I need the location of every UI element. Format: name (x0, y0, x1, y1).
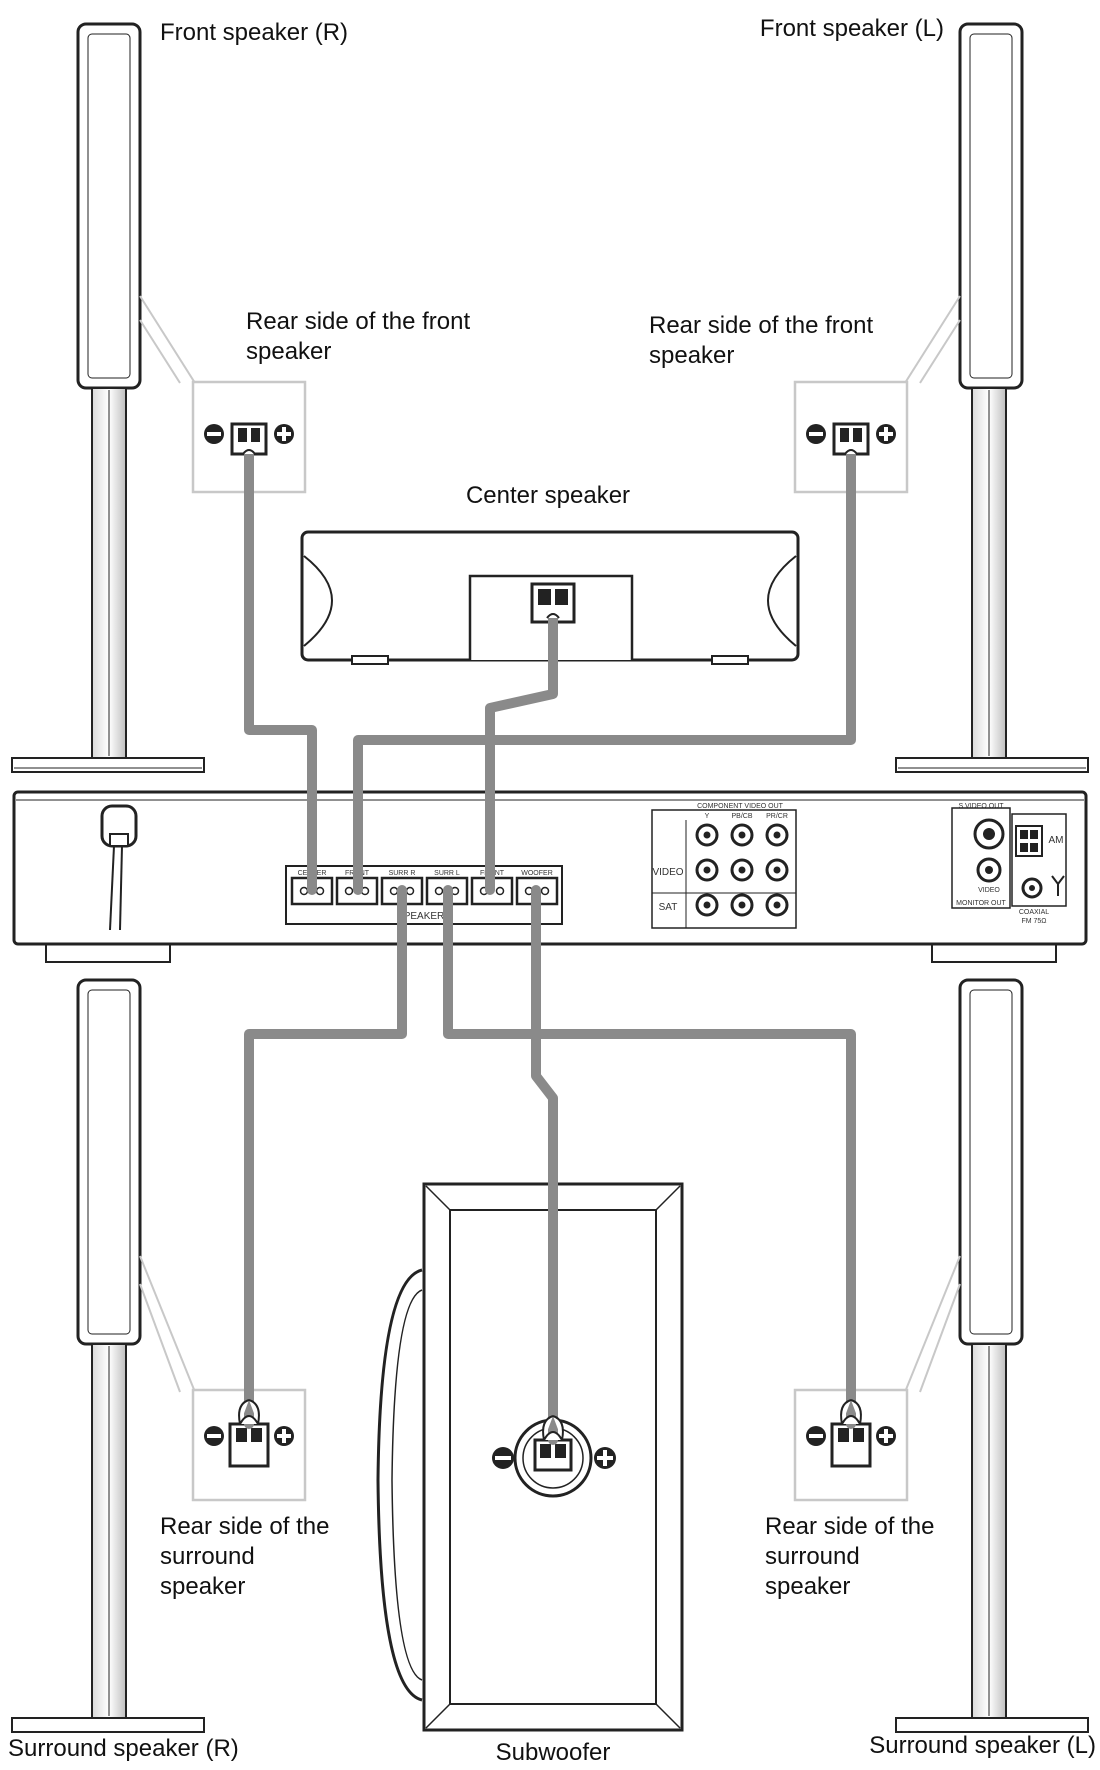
rca-jack (695, 858, 719, 882)
speaker-wires (244, 449, 856, 1445)
label-rear-surround-l-line1: Rear side of the (765, 1513, 934, 1540)
rca-jack (730, 858, 754, 882)
rca-jack (765, 893, 789, 917)
terminal-label: SURR R (389, 870, 416, 877)
jack-col-pb: PB/CB (731, 813, 752, 820)
monitor-out-label: MONITOR OUT (956, 900, 1006, 907)
label-surround-speaker-r: Surround speaker (R) (8, 1735, 239, 1762)
fm-label: FM 75Ω (1021, 918, 1046, 925)
front-speaker-l (895, 22, 1089, 773)
coaxial-label: COAXIAL (1019, 909, 1049, 916)
label-rear-surround-l-line2: surround (765, 1543, 860, 1570)
row-label-video: VIDEO (652, 867, 683, 878)
rca-jack (765, 858, 789, 882)
rca-jack (765, 823, 789, 847)
label-rear-surround-l-line3: speaker (765, 1573, 850, 1600)
subwoofer (376, 1182, 684, 1732)
label-surround-speaker-l: Surround speaker (L) (869, 1732, 1096, 1759)
am-label: AM (1049, 835, 1064, 846)
label-rear-front-r-line1: Rear side of the front (246, 308, 470, 335)
power-cord (100, 804, 138, 931)
label-front-speaker-r: Front speaker (R) (160, 19, 348, 46)
svideo-label: S VIDEO OUT (958, 803, 1004, 810)
label-rear-surround-r-line1: Rear side of the (160, 1513, 329, 1540)
label-rear-surround-r-line2: surround (160, 1543, 255, 1570)
speakers-label: SPEAKERS (397, 911, 451, 922)
component-video-block: COMPONENT VIDEO OUT Y PB/CB PR/CR VIDEO … (651, 803, 797, 929)
rca-jack (730, 823, 754, 847)
rca-jack (695, 893, 719, 917)
callout-lines-surround (139, 1255, 961, 1393)
component-header: COMPONENT VIDEO OUT (697, 803, 784, 810)
terminal-label: WOOFER (521, 870, 553, 877)
terminal-label: SURR L (434, 870, 460, 877)
label-subwoofer: Subwoofer (496, 1739, 611, 1766)
video-label: VIDEO (978, 887, 1000, 894)
label-front-speaker-l: Front speaker (L) (760, 15, 944, 42)
front-speaker-r (11, 22, 205, 773)
surround-speaker-l (895, 978, 1089, 1733)
label-center-speaker: Center speaker (466, 482, 630, 509)
jack-col-pr: PR/CR (766, 813, 788, 820)
rca-jack (695, 823, 719, 847)
label-rear-front-l-line1: Rear side of the front (649, 312, 873, 339)
wire-connectors (238, 449, 862, 1441)
jack-col-y: Y (705, 813, 710, 820)
surround-speaker-r (11, 978, 205, 1733)
monitor-antenna-block: S VIDEO OUT VIDEO MONITOR OUT AM COAXIAL… (951, 803, 1067, 925)
callout-lines-front (139, 295, 961, 384)
row-label-sat: SAT (659, 902, 678, 913)
rca-jack (730, 893, 754, 917)
label-rear-front-l-line2: speaker (649, 342, 734, 369)
label-rear-surround-r-line3: speaker (160, 1573, 245, 1600)
label-rear-front-r-line2: speaker (246, 338, 331, 365)
